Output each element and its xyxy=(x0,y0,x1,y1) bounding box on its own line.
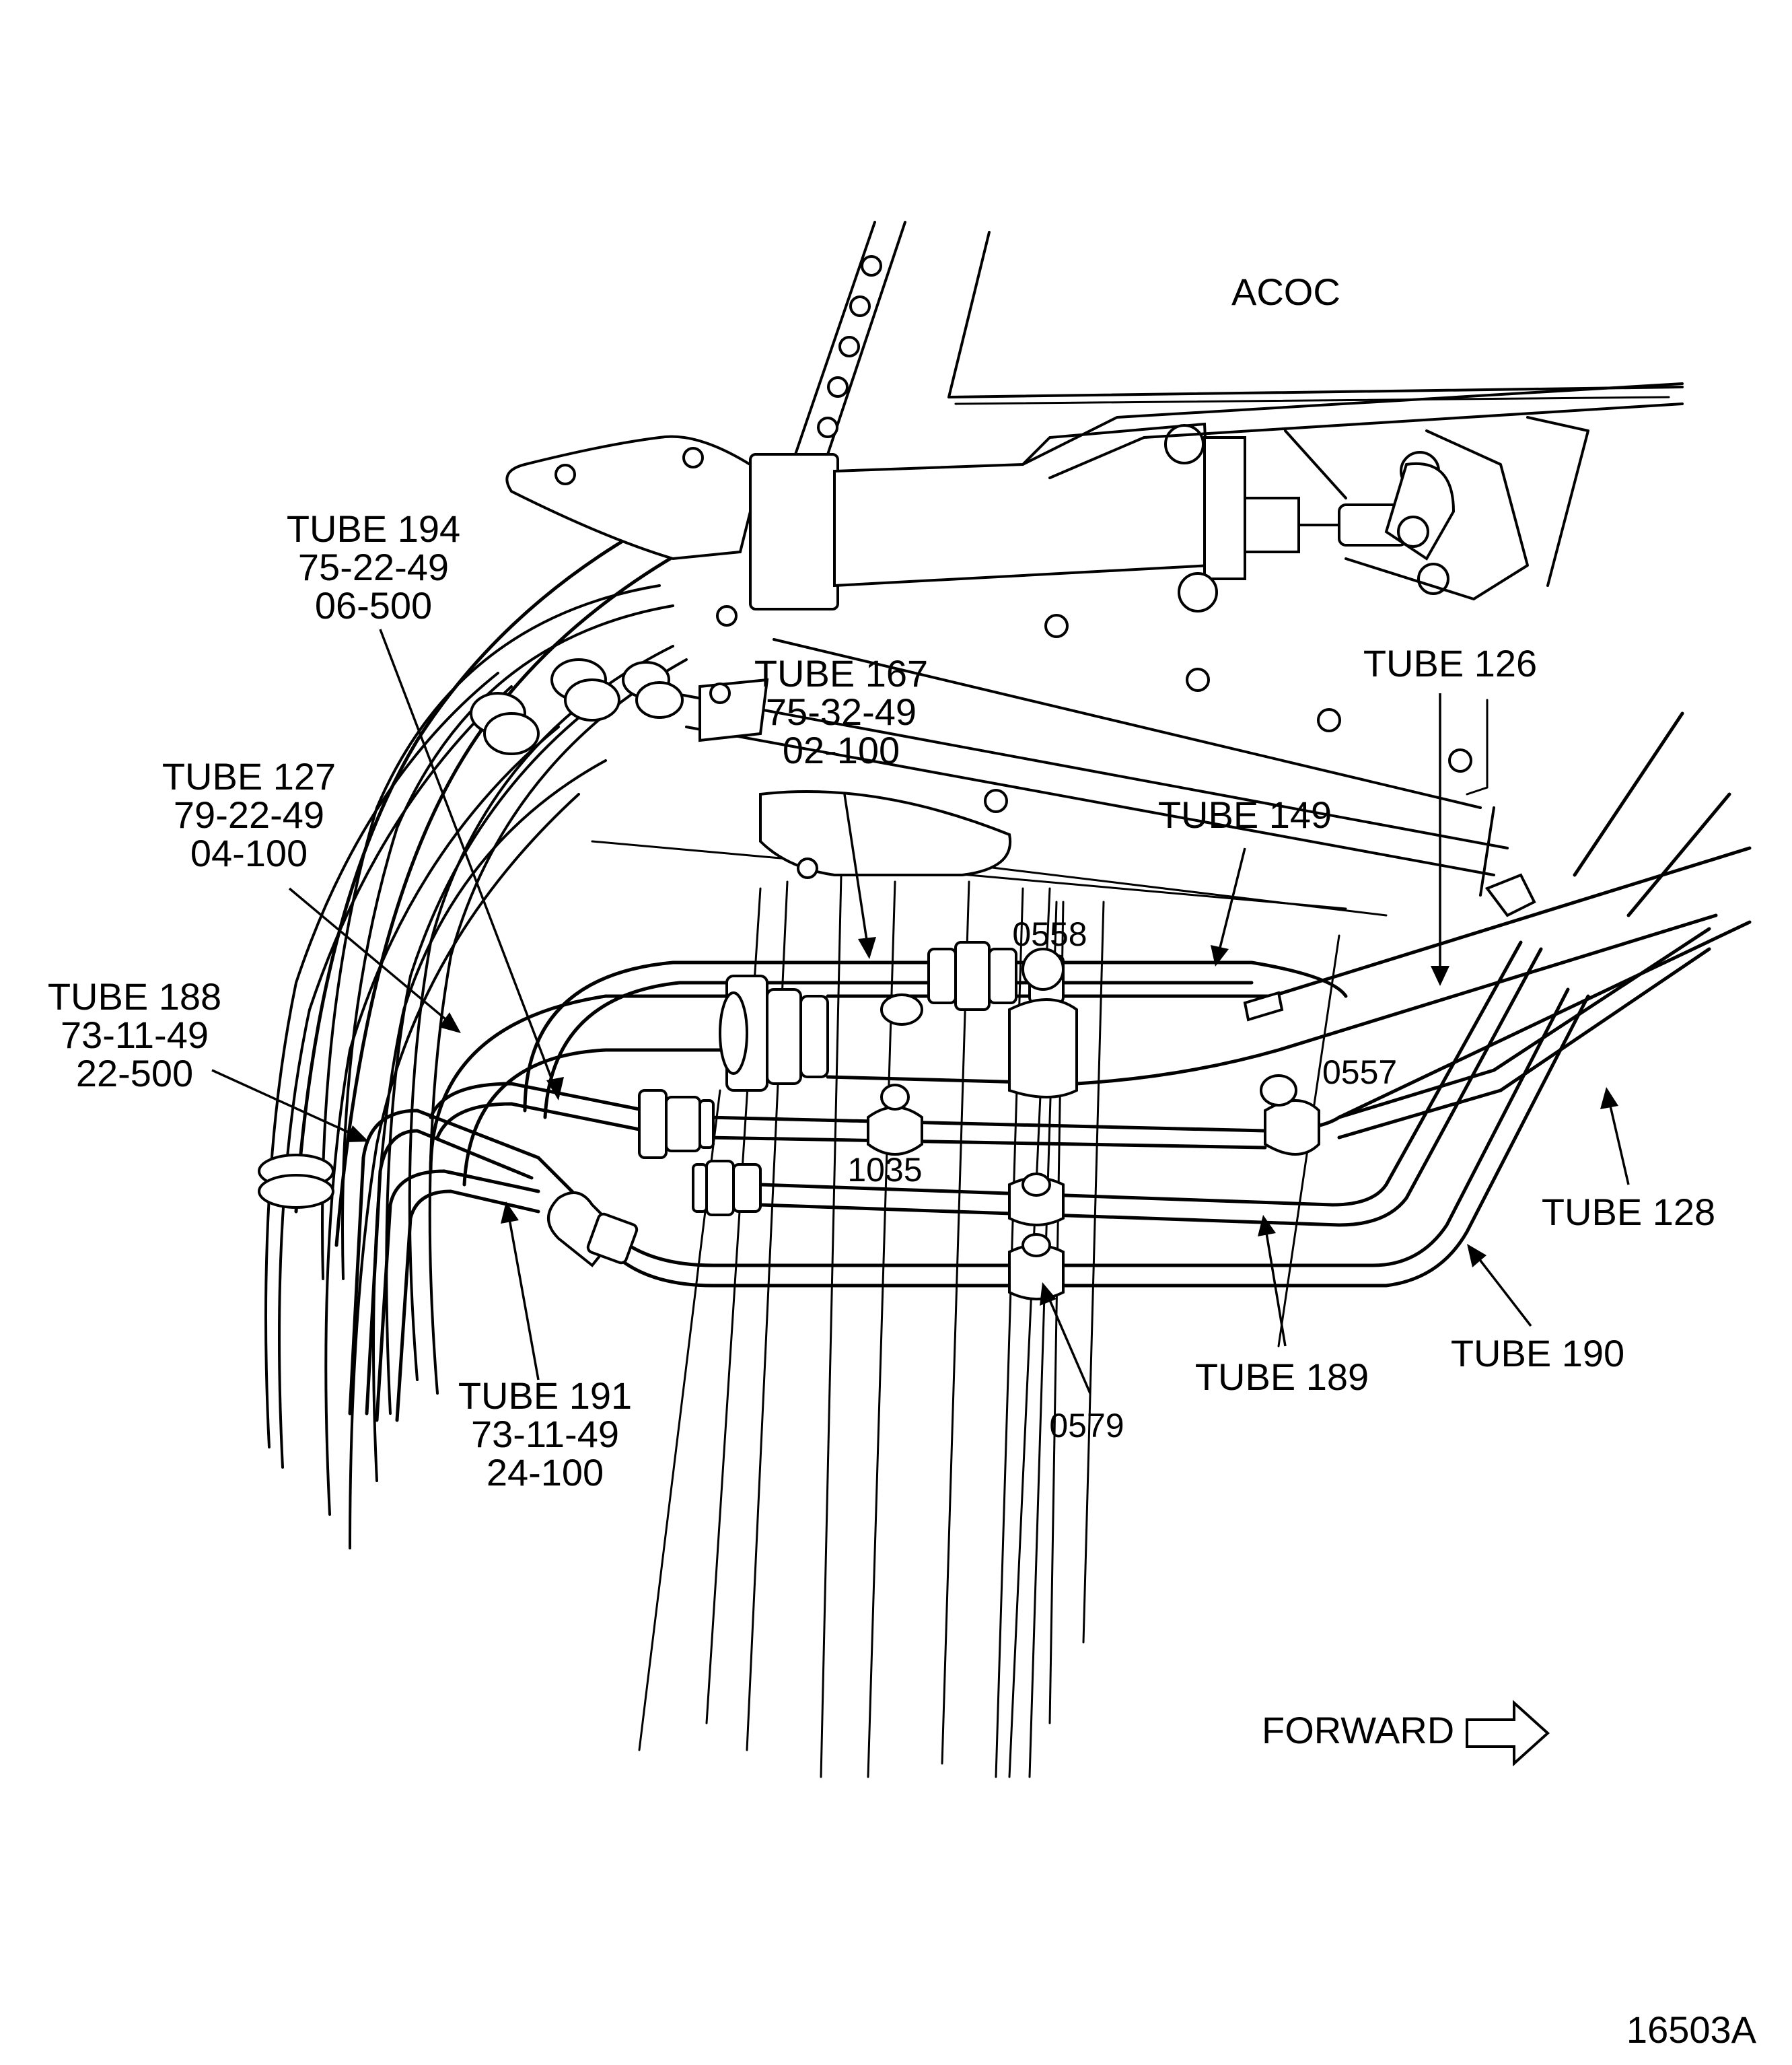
svg-text:TUBE 167: TUBE 167 xyxy=(754,652,928,695)
airframe-structure xyxy=(258,221,1731,1778)
svg-text:02-100: 02-100 xyxy=(783,729,900,771)
label-tube-149: TUBE 149 xyxy=(1158,794,1332,836)
svg-text:TUBE 188: TUBE 188 xyxy=(48,975,221,1018)
label-tube-167: TUBE 167 75-32-49 02-100 xyxy=(754,652,928,771)
svg-text:79-22-49: 79-22-49 xyxy=(174,794,324,836)
svg-text:TUBE 194: TUBE 194 xyxy=(287,508,460,550)
svg-text:TUBE 191: TUBE 191 xyxy=(458,1374,632,1417)
label-tube-191: TUBE 191 73-11-49 24-100 xyxy=(458,1374,632,1494)
forward-indicator: FORWARD xyxy=(1262,1700,1550,1767)
figure-id: 16503A xyxy=(1626,2008,1757,2051)
ref-0558: 0558 xyxy=(1012,915,1087,953)
svg-text:TUBE 127: TUBE 127 xyxy=(162,755,336,798)
label-tube-128: TUBE 128 xyxy=(1542,1191,1715,1233)
forward-label: FORWARD xyxy=(1262,1709,1454,1751)
svg-text:22-500: 22-500 xyxy=(76,1052,193,1094)
label-tube-127: TUBE 127 79-22-49 04-100 xyxy=(162,755,336,874)
svg-text:75-22-49: 75-22-49 xyxy=(298,546,449,588)
actuator-assembly xyxy=(505,382,1684,897)
grommets-left xyxy=(258,658,684,1209)
label-tube-126: TUBE 126 xyxy=(1363,642,1537,685)
svg-text:75-32-49: 75-32-49 xyxy=(766,691,917,733)
label-tube-194: TUBE 194 75-22-49 06-500 xyxy=(287,508,460,627)
fittings xyxy=(547,941,1320,1300)
rivet-holes xyxy=(807,255,882,475)
svg-text:73-11-49: 73-11-49 xyxy=(61,1014,209,1056)
svg-text:06-500: 06-500 xyxy=(315,584,432,627)
svg-text:04-100: 04-100 xyxy=(190,832,308,874)
ref-1035: 1035 xyxy=(847,1151,922,1189)
forward-arrow-icon xyxy=(1466,1700,1550,1767)
label-acoc: ACOC xyxy=(1231,271,1340,313)
label-tube-190: TUBE 190 xyxy=(1451,1332,1624,1374)
leader-lines xyxy=(211,629,1630,1394)
label-tube-189: TUBE 189 xyxy=(1195,1356,1369,1398)
bracket-plate xyxy=(698,605,1472,879)
ref-0579: 0579 xyxy=(1049,1407,1124,1444)
label-tube-188: TUBE 188 73-11-49 22-500 xyxy=(48,975,221,1094)
callout-labels: ACOC TUBE 194 75-22-49 06-500 TUBE 167 7… xyxy=(48,271,1757,2051)
svg-text:24-100: 24-100 xyxy=(487,1451,604,1494)
ref-0557: 0557 xyxy=(1322,1053,1397,1091)
svg-text:73-11-49: 73-11-49 xyxy=(471,1413,619,1455)
